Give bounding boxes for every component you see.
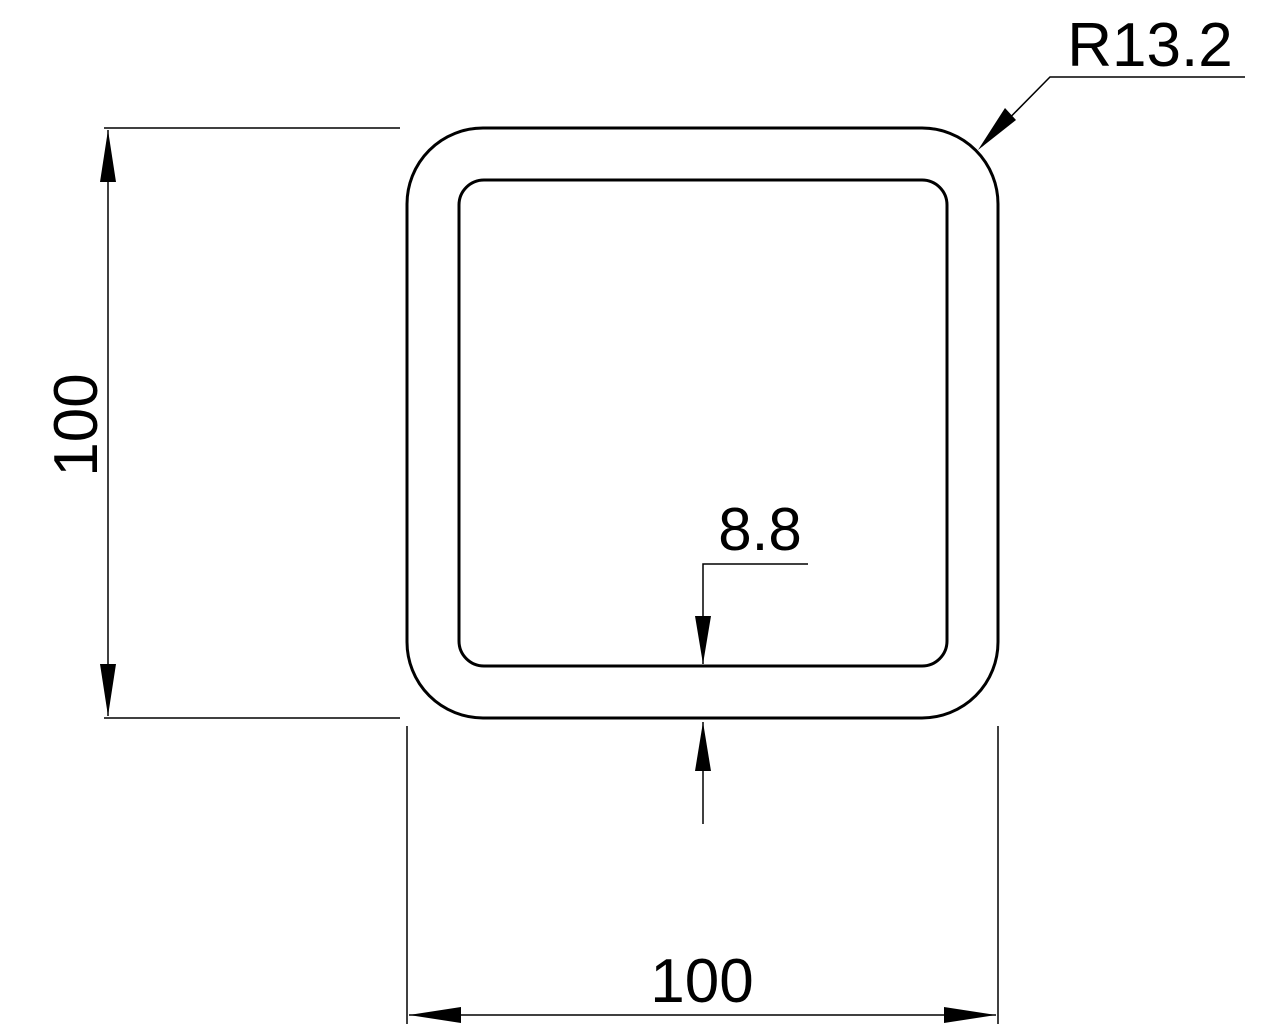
thickness-leader-line bbox=[702, 563, 808, 664]
arrow-up-icon bbox=[100, 130, 116, 182]
radius-label: R13.2 bbox=[1067, 11, 1232, 80]
thickness-arrow-down-icon bbox=[695, 616, 711, 664]
inner-profile bbox=[457, 178, 949, 668]
radius-arrow-icon bbox=[978, 108, 1016, 150]
radius-leader-line bbox=[981, 76, 1245, 147]
arrow-down-icon bbox=[100, 664, 116, 716]
height-label: 100 bbox=[42, 373, 111, 476]
outer-profile bbox=[405, 126, 1000, 720]
arrow-right-icon bbox=[944, 1007, 996, 1023]
thickness-label: 8.8 bbox=[718, 496, 801, 563]
thickness-arrow-up-icon bbox=[695, 722, 711, 771]
arrow-left-icon bbox=[409, 1007, 461, 1023]
width-label: 100 bbox=[650, 947, 753, 1016]
